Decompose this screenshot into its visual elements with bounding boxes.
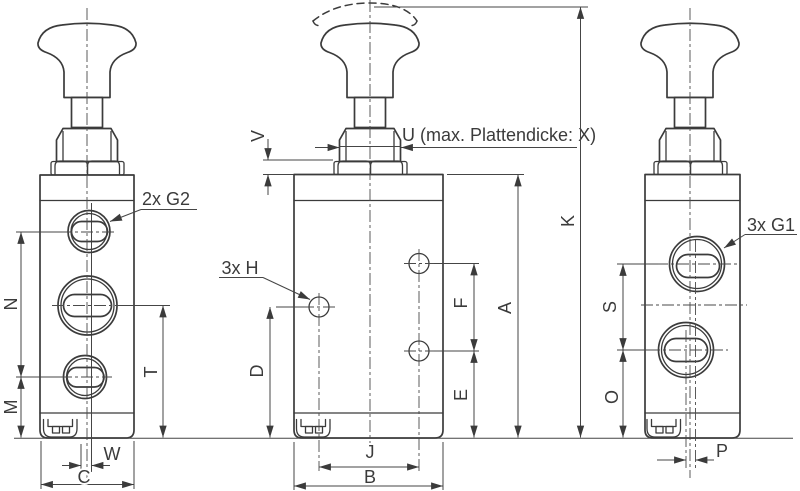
hole-label-3xH: 3x H	[221, 258, 258, 278]
callout-3xG1: 3x G1	[723, 213, 797, 249]
dim-label-K: K	[558, 215, 578, 227]
valve-body	[644, 173, 741, 439]
dim-label-N: N	[1, 298, 21, 311]
hand-knob	[320, 22, 420, 99]
dim-label-M: M	[1, 400, 21, 415]
dim-label-E: E	[451, 389, 471, 401]
dim-B: B	[293, 442, 444, 490]
view-front-g2	[37, 8, 137, 478]
callout-2xG2: 2x G2	[109, 187, 197, 222]
port-top	[67, 209, 111, 254]
dim-label-P: P	[716, 441, 728, 461]
port-top-slot	[675, 253, 721, 279]
valve-body	[293, 173, 444, 439]
dim-O: O	[600, 350, 627, 438]
dim-E: E	[449, 351, 478, 438]
knob-raised-position-arc	[312, 2, 418, 22]
dim-V: V	[246, 128, 272, 195]
dim-U-panel-note: U (max. Plattendicke: X)	[315, 123, 598, 152]
dim-K: K	[556, 7, 585, 438]
dim-label-D: D	[247, 365, 267, 378]
dim-label-W: W	[104, 444, 121, 464]
dim-C: C	[40, 441, 135, 489]
view-side-mounting	[293, 0, 444, 471]
dim-label-C: C	[78, 467, 91, 487]
dim-label-B: B	[364, 467, 376, 487]
dim-label-A: A	[495, 302, 515, 314]
callout-3xH: 3x H	[219, 256, 311, 300]
dim-D: D	[245, 307, 274, 438]
port-label-3xG1: 3x G1	[747, 215, 795, 235]
port-label-2xG2: 2x G2	[142, 189, 190, 209]
dim-label-F: F	[451, 298, 471, 309]
port-top-slot	[70, 220, 109, 243]
dim-J: J	[319, 440, 419, 471]
dim-label-S: S	[600, 301, 620, 313]
dim-label-O: O	[602, 390, 622, 404]
dim-T: T	[139, 305, 167, 438]
view-front-g1	[640, 8, 747, 478]
dim-W: W	[62, 442, 123, 472]
panel-note-label: U (max. Plattendicke: X)	[402, 125, 596, 145]
dim-A: A	[493, 174, 522, 438]
dim-F: F	[449, 263, 478, 351]
dim-P: P	[657, 439, 730, 464]
dim-M: M	[0, 377, 25, 438]
dim-S: S	[598, 264, 627, 350]
dim-label-V: V	[248, 130, 268, 142]
dim-label-J: J	[366, 442, 375, 462]
dim-label-T: T	[141, 367, 161, 378]
dimensions: N M T W C 2x G2	[0, 6, 797, 490]
dim-N: N	[0, 232, 25, 377]
